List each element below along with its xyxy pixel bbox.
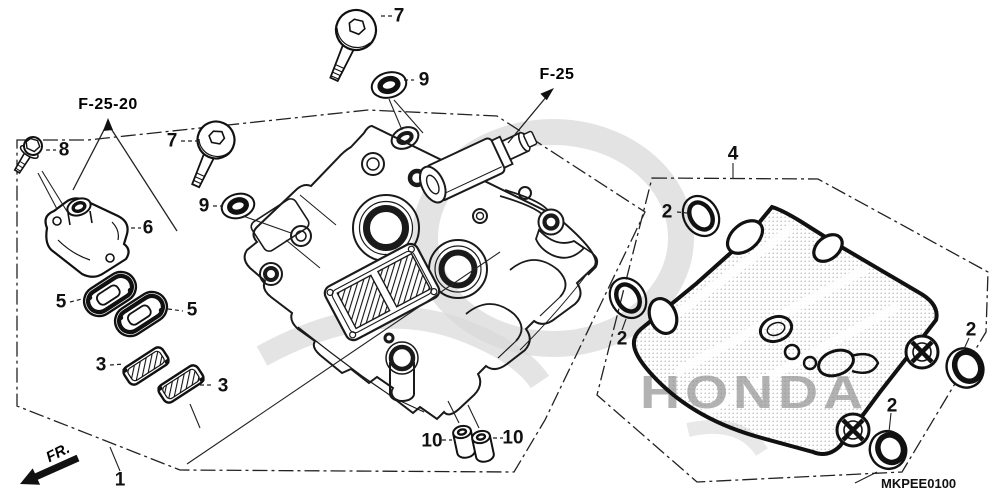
fr-direction-arrow <box>20 454 80 485</box>
section-ref-f-25-20[interactable]: F-25-20 <box>78 96 138 113</box>
seal-cap-bottom <box>868 429 908 471</box>
callout-7-left-bolt[interactable]: 7 <box>166 130 178 152</box>
section-ref-f-25[interactable]: F-25 <box>539 66 575 83</box>
honda-watermark-text: HONDA <box>640 366 868 418</box>
coil-connector-block <box>323 242 441 342</box>
callout-5-plate-left[interactable]: 5 <box>55 291 67 313</box>
breather-cover-6 <box>44 197 130 278</box>
washer-9-left <box>220 192 256 220</box>
honda-watermark-swoosh <box>256 119 768 457</box>
callout-2-seal-bottom[interactable]: 2 <box>886 395 898 417</box>
callout-4-gasket[interactable]: 4 <box>727 143 739 165</box>
callout-2-seal-top-left[interactable]: 2 <box>661 201 673 223</box>
wire-grommet-3-left <box>122 346 170 386</box>
flange-bolt-8 <box>13 136 43 175</box>
callout-7-top-bolt[interactable]: 7 <box>393 5 405 27</box>
callout-9-left-washer[interactable]: 9 <box>198 195 210 217</box>
cylinder-head-cover-drawing <box>243 124 599 421</box>
gasket-cross-grommet <box>835 334 940 448</box>
mount-rubber-10-right <box>471 429 495 463</box>
sealing-plate-5-left <box>82 270 138 318</box>
callout-10-mount-left[interactable]: 10 <box>421 430 443 452</box>
leader-lines <box>37 15 970 484</box>
gasket-dashed-box <box>596 177 989 483</box>
callout-2-seal-right[interactable]: 2 <box>965 319 977 341</box>
seal-ring-mid-left <box>608 276 648 320</box>
wire-grommet-3-right <box>157 364 205 404</box>
pair-valve-solenoid <box>418 130 538 204</box>
callout-9-top-washer[interactable]: 9 <box>418 69 430 91</box>
callout-8-flange-bolt[interactable]: 8 <box>58 139 70 161</box>
flange-bolt-7-left <box>191 120 236 189</box>
callout-1-head-cover[interactable]: 1 <box>114 469 126 491</box>
callout-3-grommet-left[interactable]: 3 <box>95 354 107 376</box>
washer-9-top <box>370 71 408 99</box>
flange-bolt-7-top <box>329 8 378 83</box>
callout-10-mount-right[interactable]: 10 <box>502 427 524 449</box>
callout-5-plate-right[interactable]: 5 <box>186 299 198 321</box>
seal-ring-top-left <box>681 194 721 238</box>
callout-6-breather-cover[interactable]: 6 <box>142 217 154 239</box>
sealing-plate-5-right <box>113 290 169 338</box>
seal-cap-right <box>945 347 985 389</box>
diagram-code: MKPEE0100 <box>881 476 957 491</box>
head-cover-gasket-drawing: HONDA <box>631 204 940 456</box>
callout-3-grommet-right[interactable]: 3 <box>217 375 229 397</box>
callout-2-seal-mid-left[interactable]: 2 <box>616 328 628 350</box>
